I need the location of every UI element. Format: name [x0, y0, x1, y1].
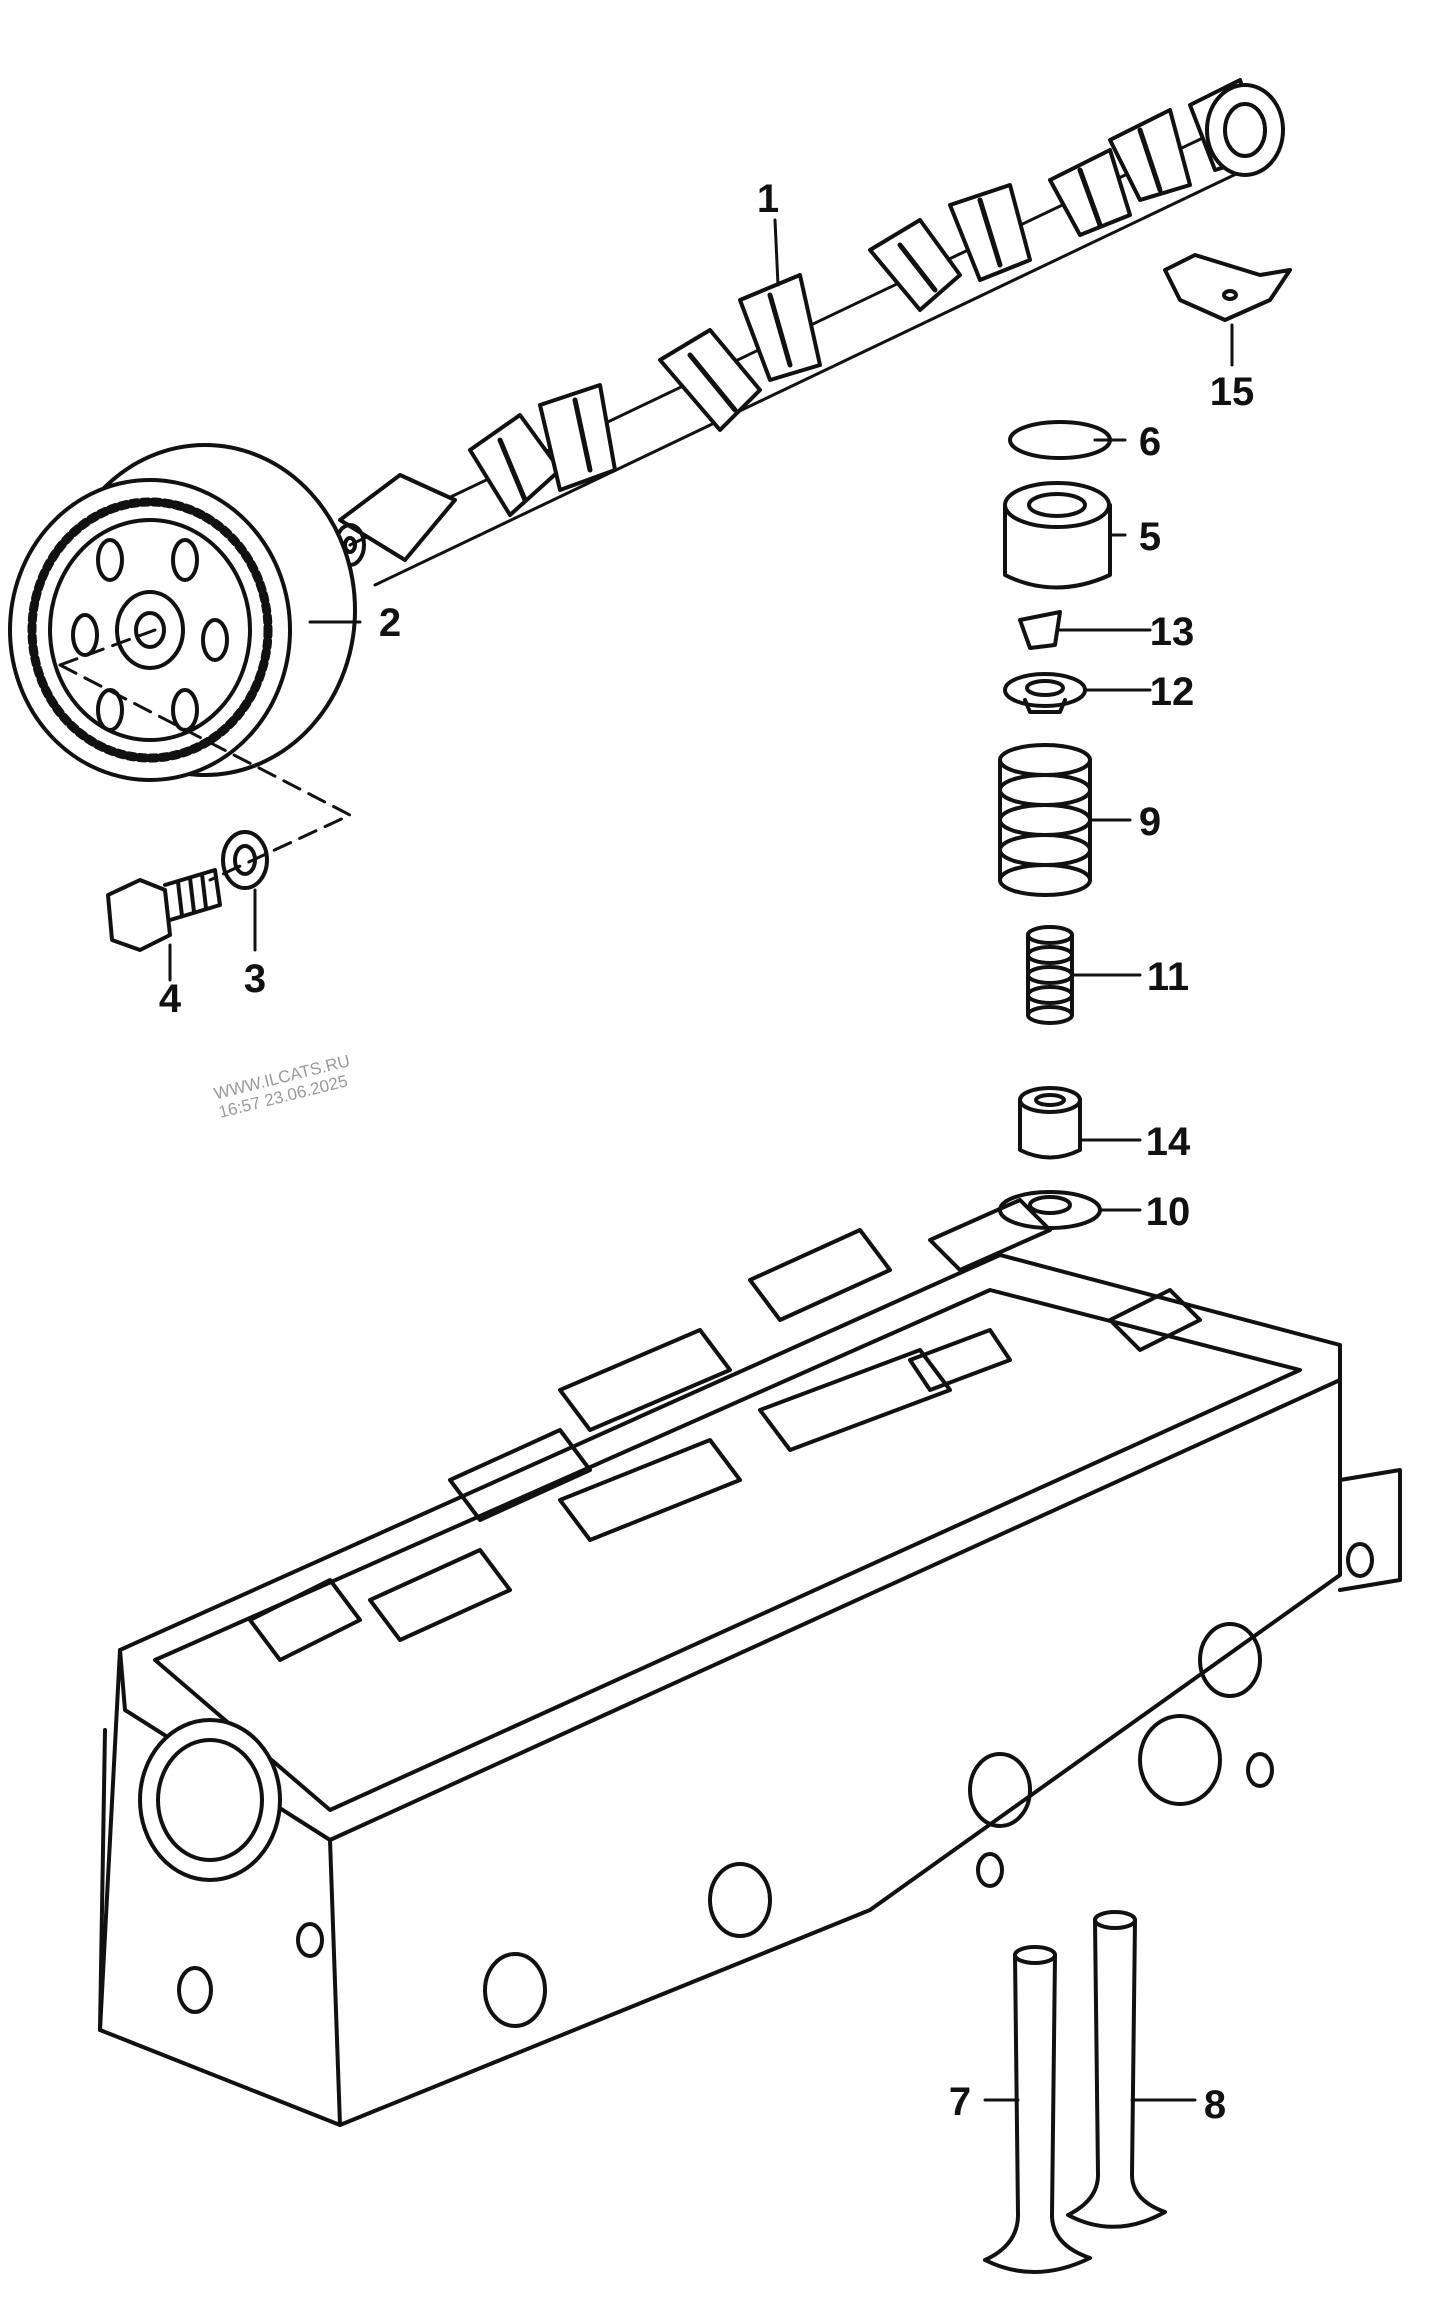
camshaft [334, 78, 1285, 587]
callout-2: 2 [379, 601, 401, 645]
spring-seat [998, 1190, 1102, 1230]
exhaust-valve [1066, 1910, 1167, 2229]
tappet [1003, 481, 1112, 590]
callout-6: 6 [1139, 420, 1161, 464]
bolt [106, 868, 222, 952]
callout-15: 15 [1210, 370, 1255, 414]
valve-cotters [1018, 610, 1062, 650]
callout-8: 8 [1204, 2083, 1226, 2127]
callout-14: 14 [1146, 1120, 1191, 1164]
valve-stem-seal [1018, 1086, 1082, 1160]
callout-4: 4 [159, 977, 182, 1021]
outer-valve-spring [998, 743, 1092, 897]
callout-13: 13 [1150, 610, 1195, 654]
callout-7: 7 [949, 2080, 971, 2124]
cylinder-head [98, 1198, 1402, 2127]
callout-11: 11 [1147, 955, 1189, 999]
callout-3: 3 [244, 957, 266, 1001]
inner-valve-spring [1026, 925, 1074, 1025]
leader-lines [168, 218, 1234, 2102]
callout-12: 12 [1150, 670, 1195, 714]
intake-valve [983, 1945, 1092, 2274]
callout-10: 10 [1146, 1190, 1191, 1234]
bearing-shell [1163, 253, 1292, 322]
callout-1: 1 [757, 177, 779, 221]
callout-5: 5 [1139, 515, 1161, 559]
callout-9: 9 [1139, 800, 1161, 844]
spring-retainer [1003, 672, 1087, 714]
camshaft-sprocket [8, 443, 357, 782]
washer [221, 830, 269, 890]
